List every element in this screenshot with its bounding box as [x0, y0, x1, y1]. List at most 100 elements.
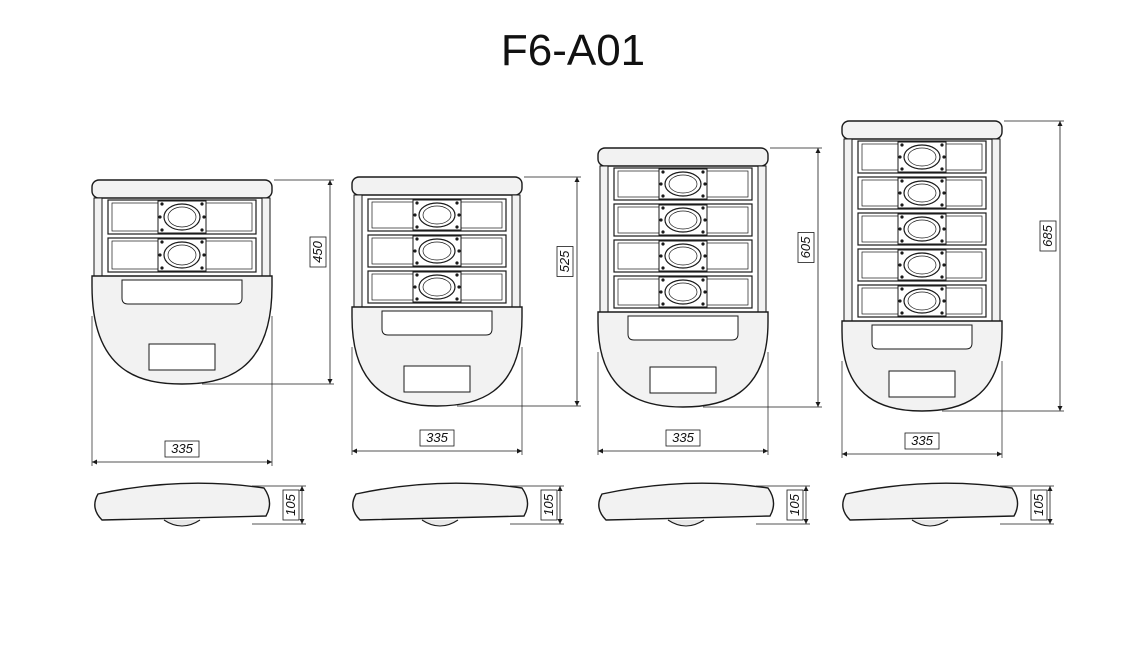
- screw-icon: [160, 266, 164, 270]
- lens-icon: [903, 216, 941, 242]
- screw-icon: [457, 285, 461, 289]
- led-module: [367, 198, 507, 232]
- screw-icon: [898, 191, 902, 195]
- top-cap: [91, 179, 273, 199]
- mount-bracket: [911, 519, 949, 527]
- screw-icon: [661, 266, 665, 270]
- led-module: [107, 237, 257, 273]
- screw-icon: [900, 275, 904, 279]
- luminaire-variant-3: 605 335 105: [597, 147, 822, 527]
- drawing-title: F6-A01: [500, 26, 646, 75]
- screw-icon: [455, 261, 459, 265]
- dimension-label-frame: [164, 440, 200, 458]
- height-dimension: 685: [942, 120, 1064, 412]
- dimension-label-frame: [786, 489, 804, 521]
- screw-icon: [455, 237, 459, 241]
- screw-icon: [202, 253, 206, 257]
- side-rail-left: [353, 194, 363, 312]
- top-cap: [841, 120, 1003, 140]
- driver-cover: [871, 324, 973, 350]
- screw-icon: [942, 191, 946, 195]
- lens-inner: [668, 282, 698, 302]
- screw-icon: [659, 218, 663, 222]
- dimension-arrowhead: [299, 519, 305, 524]
- lens-inner: [907, 255, 937, 275]
- lens-icon: [903, 252, 941, 278]
- screw-icon: [900, 215, 904, 219]
- screw-icon: [703, 254, 707, 258]
- side-rail-right: [511, 194, 521, 312]
- depth-label: 105: [541, 493, 556, 515]
- driver-cover: [381, 310, 493, 336]
- screw-icon: [415, 225, 419, 229]
- side-rail-left: [93, 197, 103, 281]
- screw-icon: [661, 302, 665, 306]
- dimension-arrowhead: [574, 177, 580, 182]
- screw-icon: [661, 170, 665, 174]
- screw-icon: [900, 311, 904, 315]
- screw-icon: [455, 297, 459, 301]
- screw-icon: [898, 299, 902, 303]
- screw-icon: [413, 249, 417, 253]
- screw-icon: [701, 302, 705, 306]
- lens-icon: [664, 243, 702, 269]
- led-module: [857, 284, 987, 318]
- screw-icon: [661, 194, 665, 198]
- screw-icon: [701, 170, 705, 174]
- width-dimension: 335: [91, 316, 273, 466]
- screw-icon: [701, 278, 705, 282]
- width-label: 335: [672, 430, 694, 445]
- width-label: 335: [426, 430, 448, 445]
- lens-icon: [163, 241, 201, 269]
- height-dimension: 450: [202, 179, 334, 385]
- driver-cover: [121, 279, 243, 305]
- width-dimension: 335: [597, 352, 769, 455]
- screw-icon: [940, 239, 944, 243]
- screw-icon: [659, 290, 663, 294]
- lens-inner: [668, 210, 698, 230]
- lens-inner: [422, 277, 452, 297]
- side-view-4: 105: [842, 482, 1054, 527]
- dimension-label-frame: [309, 236, 327, 268]
- label-plate: [649, 366, 717, 394]
- lens-icon: [163, 203, 201, 231]
- lens-inner: [907, 183, 937, 203]
- led-module: [367, 234, 507, 268]
- dimension-arrowhead: [815, 148, 821, 153]
- dimension-arrowhead: [763, 448, 768, 454]
- dimension-arrowhead: [1047, 486, 1053, 491]
- led-module: [613, 275, 753, 309]
- side-rail-right: [261, 197, 271, 281]
- screw-icon: [455, 201, 459, 205]
- dimension-arrowhead: [299, 486, 305, 491]
- screw-icon: [415, 201, 419, 205]
- lens-inner: [668, 174, 698, 194]
- driver-cover: [627, 315, 739, 341]
- width-dimension: 335: [841, 361, 1003, 458]
- screw-icon: [661, 206, 665, 210]
- depth-label: 105: [1031, 493, 1046, 515]
- dimension-arrowhead: [574, 401, 580, 406]
- screw-icon: [900, 251, 904, 255]
- depth-label: 105: [787, 493, 802, 515]
- screw-icon: [940, 143, 944, 147]
- side-rail-left: [843, 138, 853, 326]
- width-label: 335: [911, 433, 933, 448]
- height-label: 450: [310, 240, 325, 262]
- screw-icon: [898, 155, 902, 159]
- dimension-arrowhead: [1057, 406, 1063, 411]
- screw-icon: [940, 203, 944, 207]
- screw-icon: [160, 202, 164, 206]
- top-cap: [597, 147, 769, 167]
- screw-icon: [415, 273, 419, 277]
- mount-bracket: [667, 519, 705, 527]
- screw-icon: [942, 155, 946, 159]
- screw-icon: [940, 179, 944, 183]
- led-module: [857, 212, 987, 246]
- screw-icon: [701, 206, 705, 210]
- height-dimension: 605: [703, 147, 822, 408]
- dimension-arrowhead: [1047, 519, 1053, 524]
- screw-icon: [898, 263, 902, 267]
